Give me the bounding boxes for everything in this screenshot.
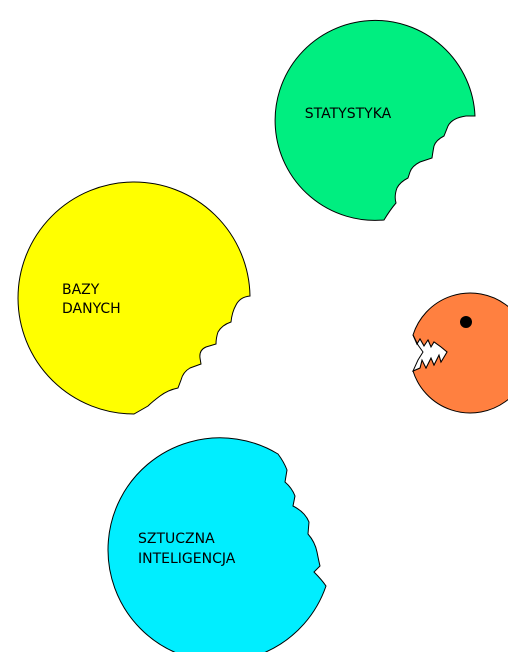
blob-sztuczna-inteligencja-label-line-1: SZTUCZNA [138, 531, 215, 547]
blob-statystyka-label: STATYSTYKA [305, 106, 392, 122]
blob-bazy-danych: BAZY DANYCH [18, 182, 250, 414]
muncher-eye [460, 316, 472, 328]
blob-bazy-danych-label-line-1: BAZY [62, 282, 100, 298]
blob-bazy-danych-shape [18, 182, 250, 414]
blob-statystyka-label-line-1: STATYSTYKA [305, 106, 392, 122]
blob-bazy-danych-label-line-2: DANYCH [62, 301, 121, 317]
blob-sztuczna-inteligencja: SZTUCZNA INTELIGENCJA [108, 438, 326, 652]
blob-sztuczna-inteligencja-label-line-2: INTELIGENCJA [138, 551, 236, 567]
pacman-monster-icon [413, 293, 508, 413]
blob-statystyka: STATYSTYKA [275, 20, 475, 220]
